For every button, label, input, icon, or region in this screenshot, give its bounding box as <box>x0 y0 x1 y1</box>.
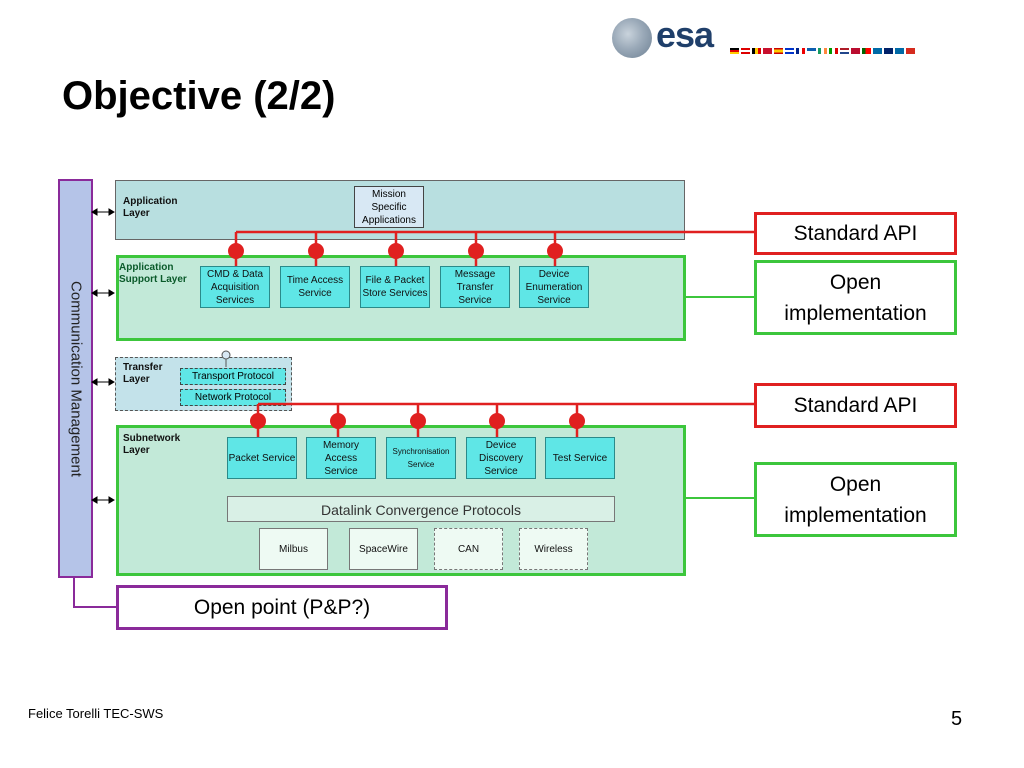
api-dots-top <box>228 243 563 259</box>
cmd-data-acquisition-service: CMD & Data Acquisition Services <box>200 266 270 308</box>
api-dots-bottom <box>250 413 585 429</box>
communication-management-bar: Communication Management <box>58 179 93 578</box>
esa-logo: esa <box>612 14 972 64</box>
standard-api-callout-bottom: Standard API <box>754 383 957 428</box>
mission-specific-applications: Mission Specific Applications <box>354 186 424 228</box>
application-layer-label: Application Layer <box>123 196 178 219</box>
page-number: 5 <box>951 708 963 730</box>
subnetwork-layer-label: Subnetwork Layer <box>123 433 181 456</box>
can: CAN <box>434 528 503 570</box>
open-implementation-callout-bottom: Open implementation <box>754 462 957 537</box>
network-protocol: Network Protocol <box>180 389 286 406</box>
time-access-service: Time Access Service <box>280 266 350 308</box>
memory-access-service: Memory Access Service <box>306 437 376 479</box>
transfer-layer-label: Transfer Layer <box>123 362 163 385</box>
datalink-convergence-protocols: Datalink Convergence Protocols <box>227 496 615 522</box>
application-layer: Application Layer Mission Specific Appli… <box>115 180 685 240</box>
synchronisation-service: Synchronisation Service <box>386 437 456 479</box>
test-service: Test Service <box>545 437 615 479</box>
transfer-connector-node <box>221 350 231 360</box>
application-support-layer-label: Application Support Layer <box>119 262 187 285</box>
message-transfer-service: Message Transfer Service <box>440 266 510 308</box>
spacewire: SpaceWire <box>349 528 418 570</box>
device-enumeration-service: Device Enumeration Service <box>519 266 589 308</box>
esa-logo-text: esa <box>656 14 714 55</box>
transfer-layer: Transfer Layer Transport Protocol Networ… <box>115 357 292 411</box>
standard-api-callout-top: Standard API <box>754 212 957 255</box>
packet-service: Packet Service <box>227 437 297 479</box>
open-point-line <box>73 576 116 608</box>
esa-globe-icon <box>612 18 652 58</box>
milbus: Milbus <box>259 528 328 570</box>
page-title: Objective (2/2) <box>62 74 336 118</box>
transport-protocol: Transport Protocol <box>180 368 286 385</box>
device-discovery-service: Device Discovery Service <box>466 437 536 479</box>
comm-arrows <box>91 208 115 504</box>
open-implementation-callout-top: Open implementation <box>754 260 957 335</box>
footer-author: Felice Torelli TEC-SWS <box>28 706 164 721</box>
open-point-callout: Open point (P&P?) <box>116 585 448 630</box>
file-packet-store-service: File & Packet Store Services <box>360 266 430 308</box>
member-flags <box>730 48 915 54</box>
wireless: Wireless <box>519 528 588 570</box>
